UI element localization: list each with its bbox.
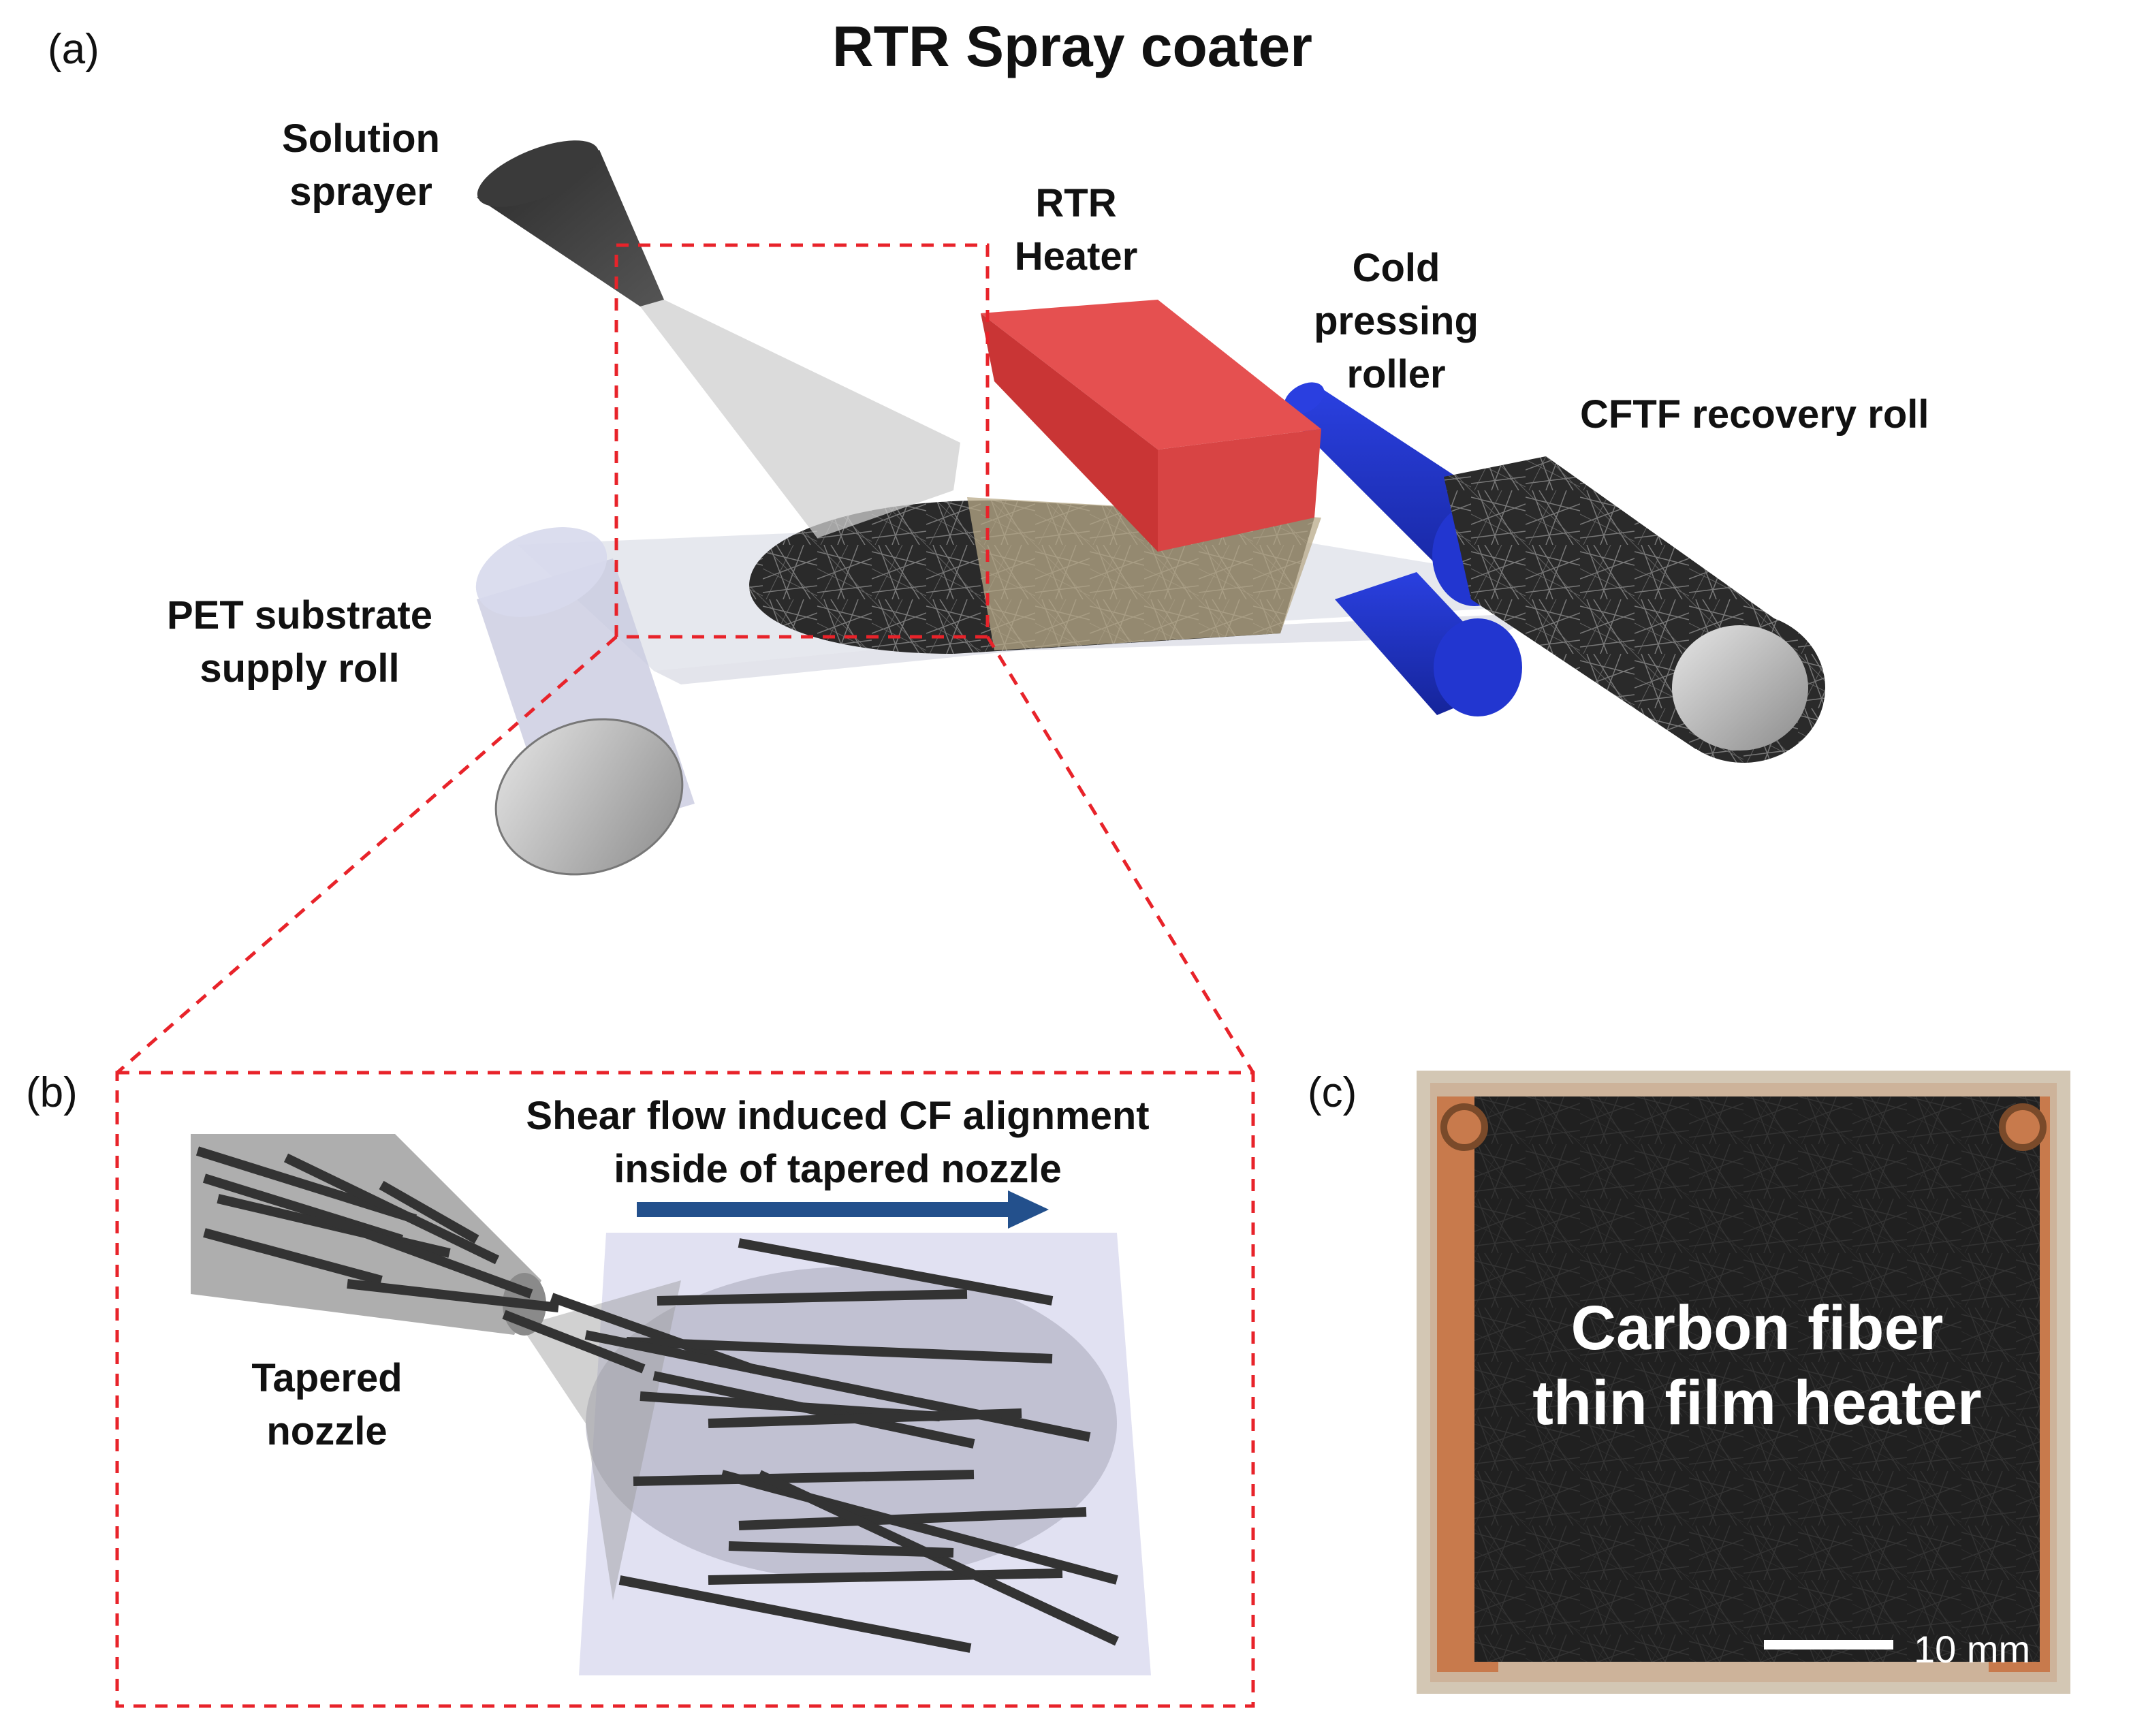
flow-direction-arrow <box>637 1190 1049 1229</box>
figure-title: RTR Spray coater <box>832 14 1312 78</box>
heated-zone <box>967 497 1321 650</box>
spray-plume <box>640 300 960 538</box>
carbon-fibers <box>195 1146 1119 1653</box>
scale-bar-label: 10 mm <box>1914 1628 2031 1671</box>
rtr-heater-block <box>981 300 1321 552</box>
scale-bar <box>1764 1640 1893 1650</box>
panel-label-c: (c) <box>1308 1069 1357 1116</box>
panel-label-b: (b) <box>26 1069 78 1116</box>
solution-sprayer-nozzle <box>477 140 664 306</box>
panel-label-a: (a) <box>48 26 99 73</box>
label-cftf-recovery-roll: CFTF recovery roll <box>1580 392 1929 437</box>
cftf-photo <box>1417 1071 2070 1694</box>
pet-supply-roll <box>475 527 695 876</box>
callout-dashed <box>115 243 1255 1708</box>
cold-pressing-roller-lower <box>1335 572 1522 716</box>
pet-film-lower <box>654 613 1539 684</box>
spray-cone-b <box>504 1280 681 1600</box>
cftf-recovery-roll <box>1444 456 1825 763</box>
